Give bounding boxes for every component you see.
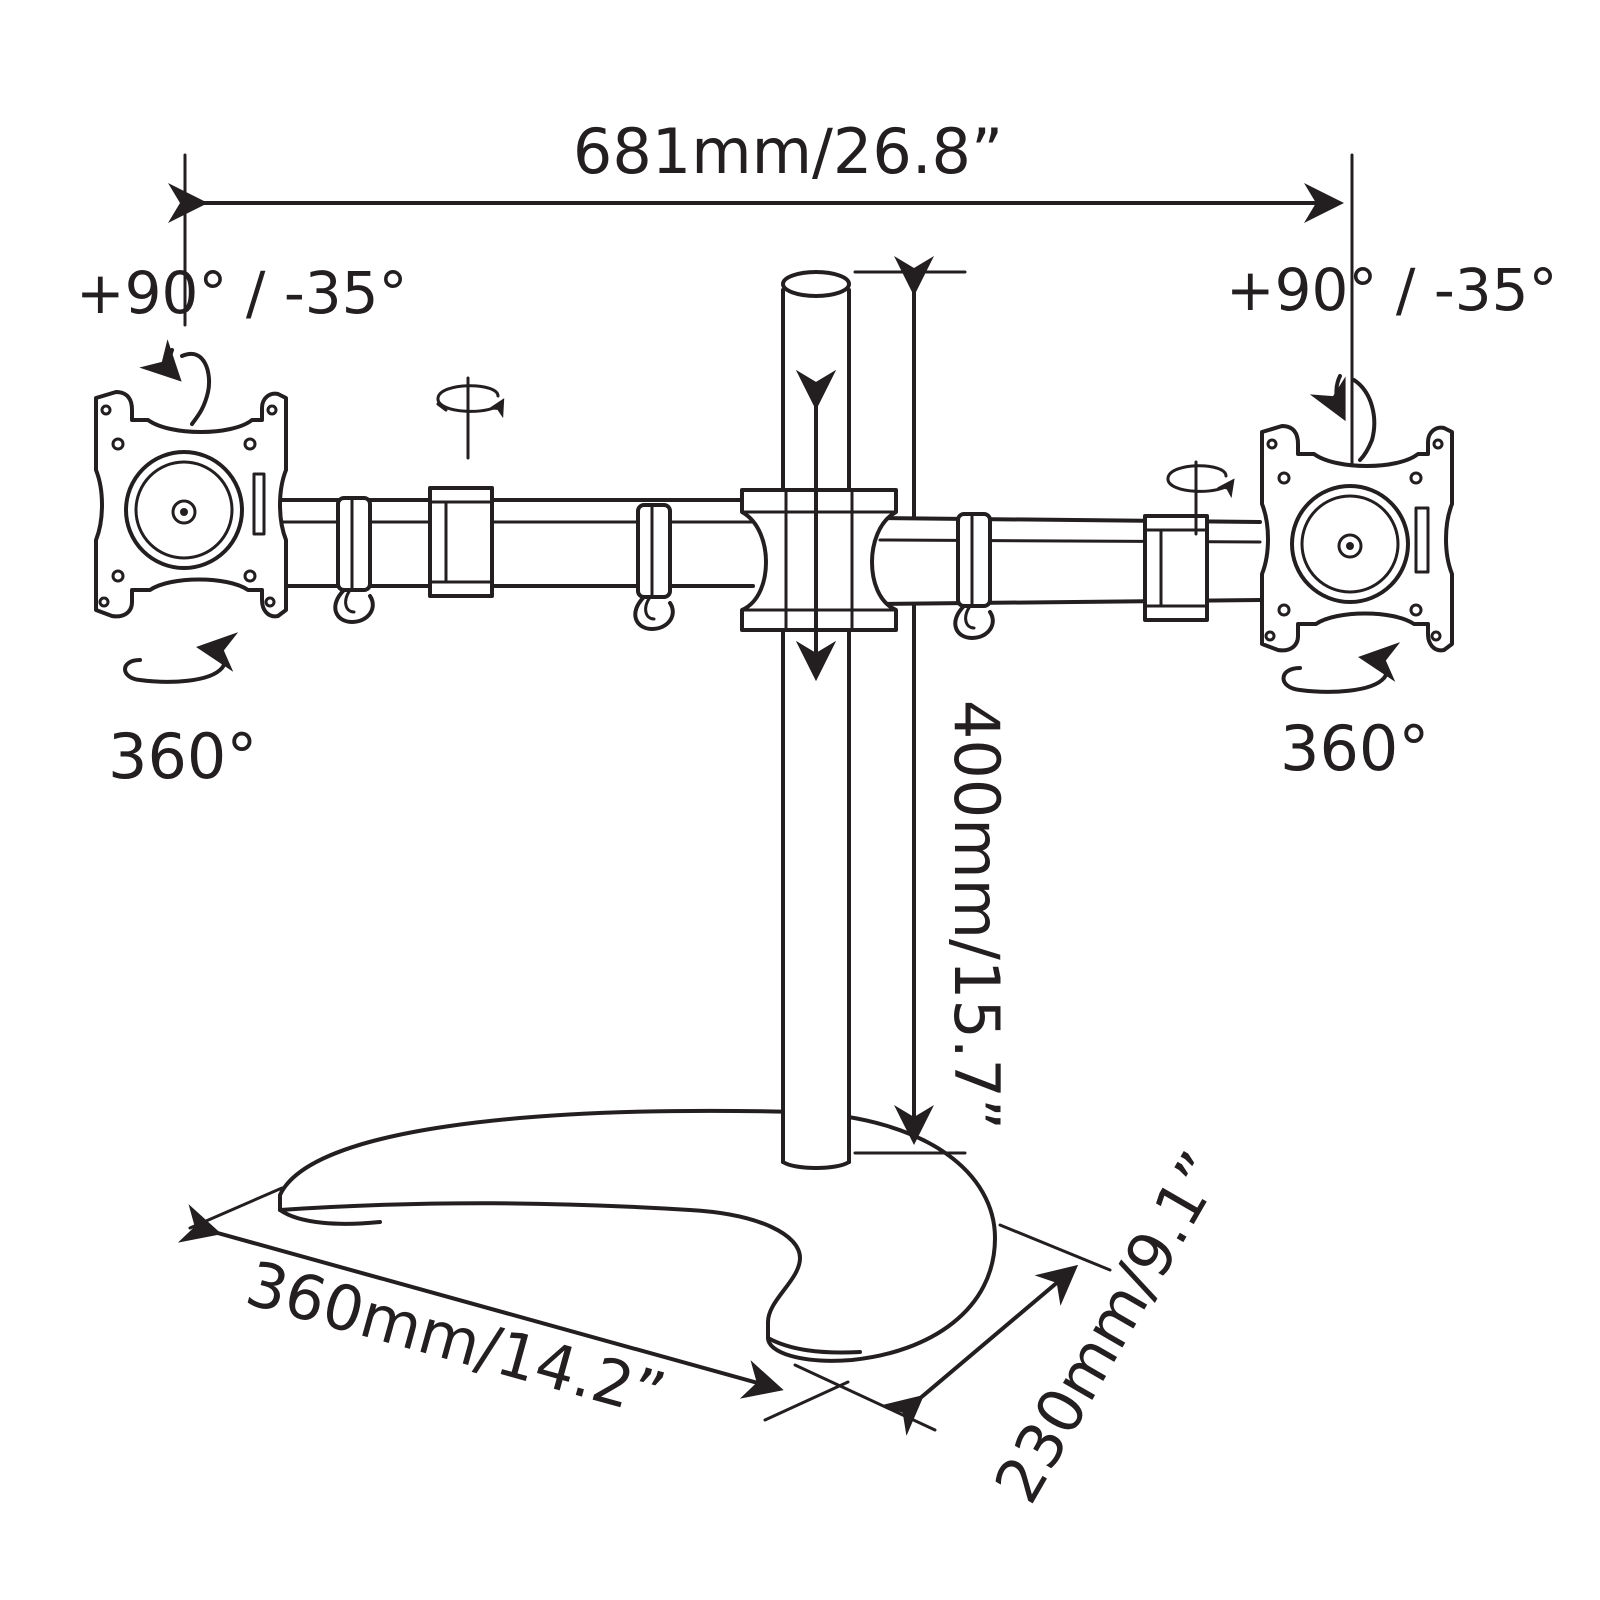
left-rotate-arrow-icon [123,632,239,684]
right-rotate-label: 360° [1280,712,1429,785]
right-tilt-label: +90° / -35° [1226,256,1558,324]
left-tilt-label: +90° / -35° [76,259,408,327]
height-dimension: 400mm/15.7” [853,256,1013,1155]
vertical-pole [781,270,851,1170]
right-tilt-arrow-icon [1309,374,1377,462]
right-vesa-plate [1260,424,1454,653]
cable-clip-3 [953,512,995,640]
left-rotate-label: 360° [108,720,257,793]
height-label: 400mm/15.7” [940,700,1013,1130]
right-arm-joint [1143,514,1209,622]
base-depth-label: 230mm/9.1” [980,1140,1239,1515]
width-dimension: 681mm/26.8” [168,115,1354,547]
right-swivel-icon [1166,460,1235,536]
left-swivel-icon [436,376,505,460]
left-tilt-arrow-icon [139,339,211,426]
pole-clamp [740,370,898,681]
width-label: 681mm/26.8” [573,115,1003,188]
base-width-dimension: 360mm/14.2” [177,1186,850,1432]
left-vesa-plate [94,390,288,619]
cable-clip-1 [333,496,375,624]
cable-clip-2 [633,503,675,631]
right-rotate-arrow-icon [1281,642,1401,694]
left-arm-joint [428,486,494,598]
